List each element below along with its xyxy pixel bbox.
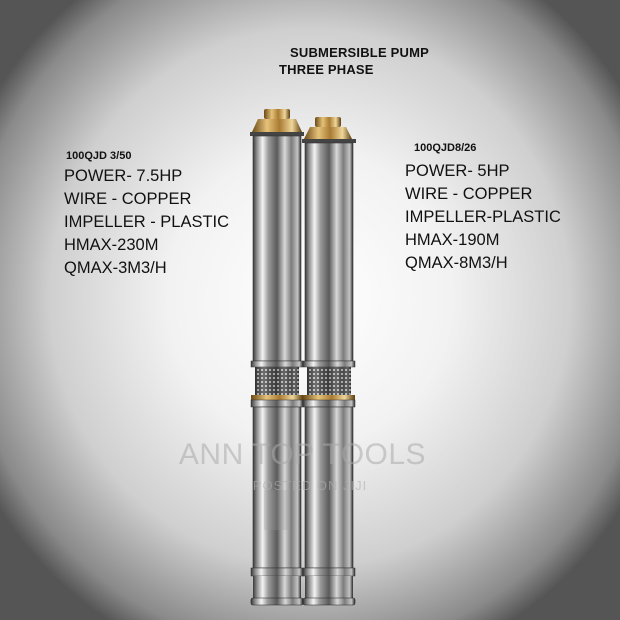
left-spec-wire: WIRE - COPPER xyxy=(64,190,192,208)
left-pump-specs: POWER- 7.5HP WIRE - COPPER IMPELLER - PL… xyxy=(64,165,229,280)
left-spec-qmax: QMAX-3M3/H xyxy=(64,259,167,277)
left-pump-upper-body xyxy=(253,136,301,361)
right-spec-power: POWER- 5HP xyxy=(405,162,510,180)
right-pump-model: 100QJD8/26 xyxy=(414,142,477,154)
left-pump xyxy=(250,109,304,606)
title-line-1: SUBMERSIBLE PUMP xyxy=(290,45,429,60)
right-spec-hmax: HMAX-190M xyxy=(405,231,500,249)
right-pump-check-valve xyxy=(304,127,352,139)
left-spec-hmax: HMAX-230M xyxy=(64,236,159,254)
title-line-2: THREE PHASE xyxy=(279,62,374,77)
right-pump-motor xyxy=(305,407,353,568)
right-pump-base xyxy=(302,597,356,606)
watermark-posted: POSTED ON JIJI xyxy=(252,478,368,493)
left-spec-power: POWER- 7.5HP xyxy=(64,167,183,185)
right-pump-specs: POWER- 5HP WIRE - COPPER IMPELLER-PLASTI… xyxy=(405,160,561,275)
right-spec-qmax: QMAX-8M3/H xyxy=(405,254,508,272)
watermark-brand: ANN TOP TOOLS xyxy=(178,438,427,471)
left-pump-model: 100QJD 3/50 xyxy=(66,150,132,162)
right-spec-impeller: IMPELLER-PLASTIC xyxy=(405,208,561,226)
left-spec-impeller: IMPELLER - PLASTIC xyxy=(64,213,230,231)
right-spec-wire: WIRE - COPPER xyxy=(405,185,533,203)
left-pump-outlet xyxy=(264,109,290,119)
right-pump xyxy=(302,117,356,606)
right-pump-upper-body xyxy=(305,143,353,361)
right-pump-outlet xyxy=(315,117,341,127)
left-pump-motor xyxy=(253,407,301,568)
left-pump-brass-ring xyxy=(251,395,303,400)
right-pump-brass-ring xyxy=(303,395,355,400)
left-pump-check-valve xyxy=(252,119,302,132)
left-pump-base xyxy=(250,597,304,606)
